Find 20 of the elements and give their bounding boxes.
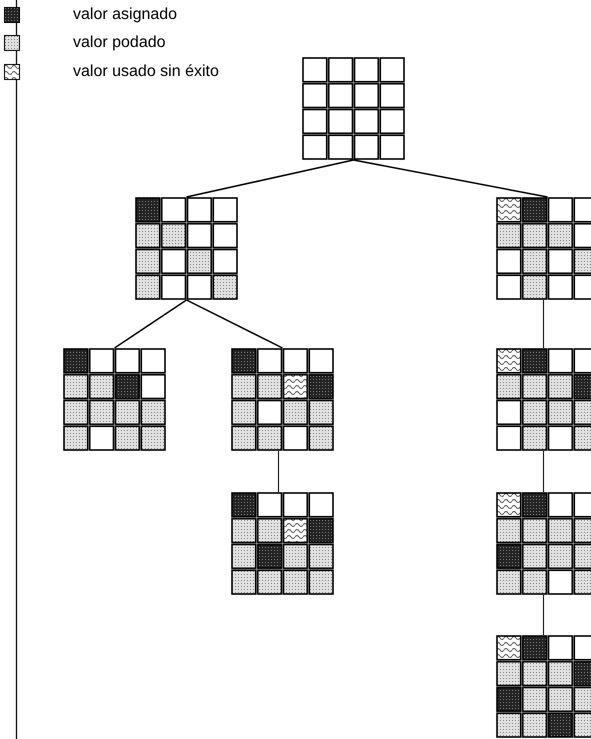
connector-line [543, 450, 544, 492]
connector-line [543, 594, 544, 636]
board-drawing [231, 492, 334, 595]
legend-label: valor usado sin éxito [73, 63, 219, 81]
connector-line [278, 450, 279, 492]
board-drawing [496, 635, 591, 738]
connector-line [186, 159, 354, 198]
connector-line [543, 300, 544, 348]
connector-line [114, 299, 187, 349]
board-drawing [231, 348, 334, 451]
board-drawing [302, 57, 405, 160]
board-drawing [496, 492, 591, 595]
board-drawing [63, 348, 166, 451]
legend-label: valor asignado [73, 6, 178, 24]
legend-label: valor podado [73, 34, 166, 52]
board-drawing [496, 348, 591, 451]
connector-line [186, 299, 283, 349]
connector-line [353, 159, 548, 198]
board-drawing [496, 197, 591, 300]
board-drawing [135, 197, 238, 300]
